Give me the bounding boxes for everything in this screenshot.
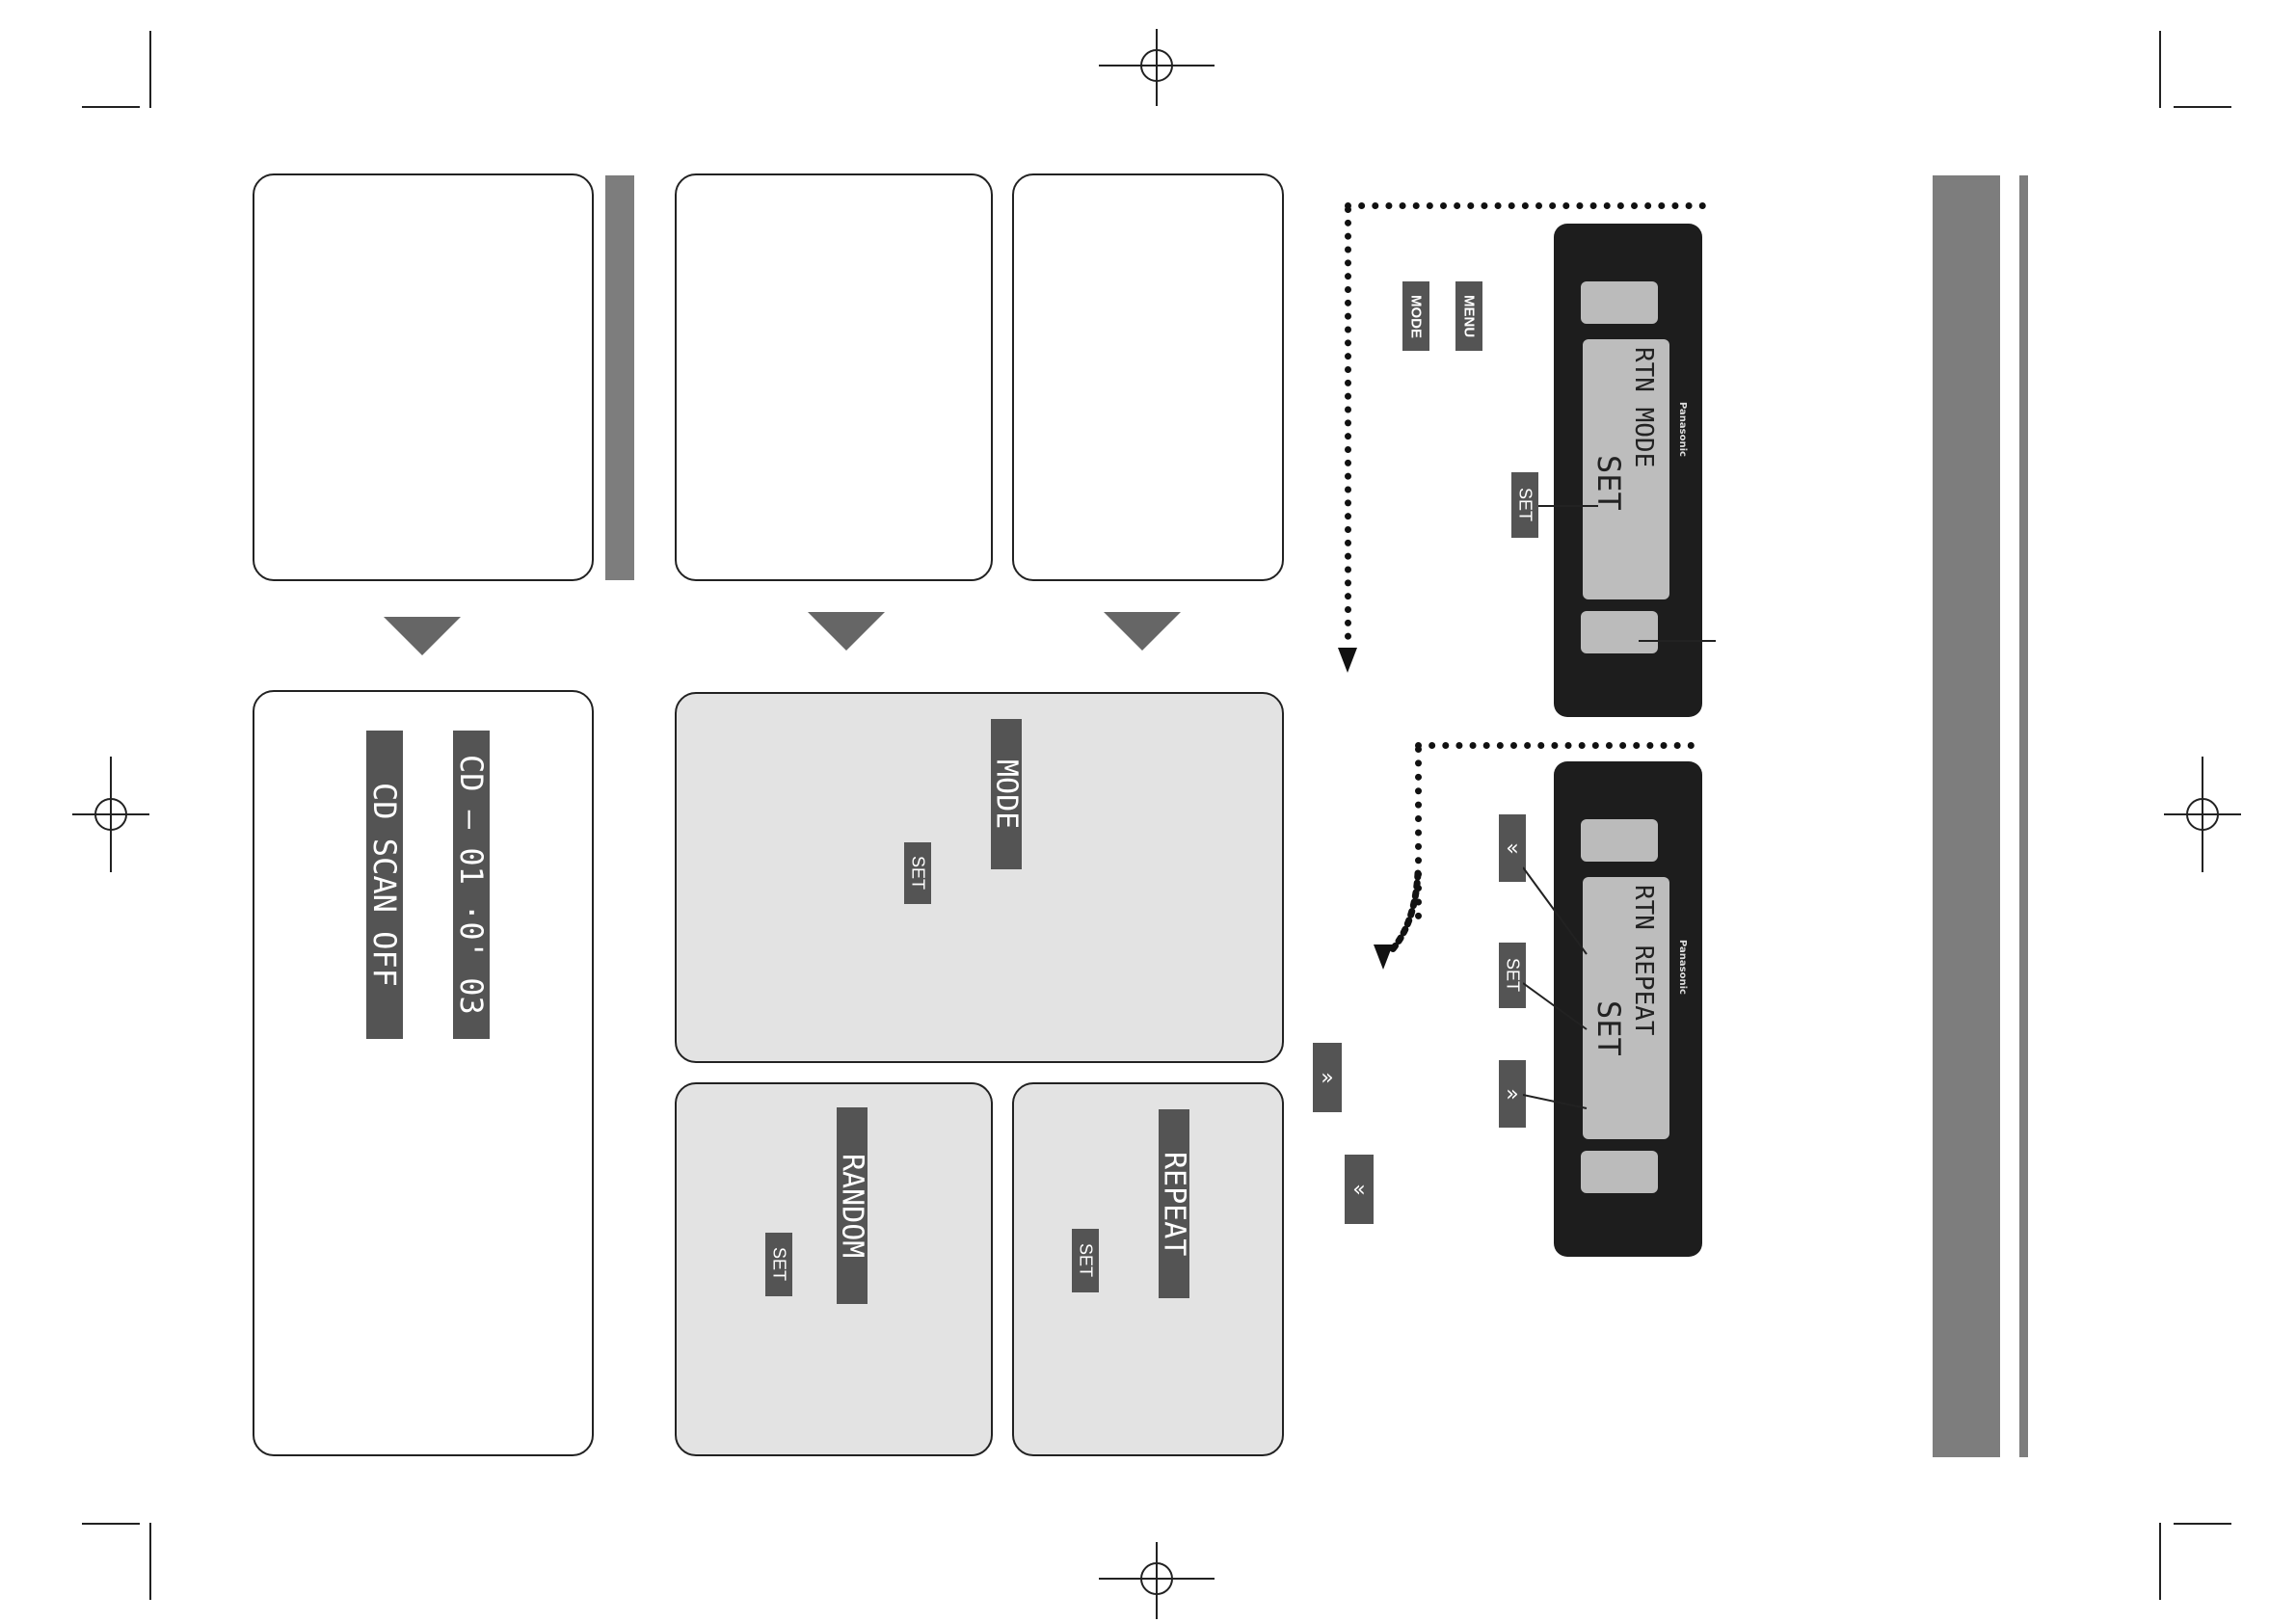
callout-line bbox=[1639, 640, 1716, 642]
scan-display-top: CD — 01 ·0' 03 bbox=[453, 731, 490, 1039]
unit-display-line2: SET bbox=[1590, 1000, 1627, 1056]
random-display: RANDOM bbox=[836, 1107, 869, 1304]
mode-button[interactable]: MODE bbox=[1402, 281, 1429, 351]
unit-display-line2: SET bbox=[1590, 455, 1627, 511]
mode-display: MODE bbox=[990, 719, 1024, 869]
unit-knob-top bbox=[1581, 819, 1658, 862]
head-unit-top: RTN MODE SET Panasonic bbox=[1554, 224, 1702, 717]
down-arrow bbox=[1104, 612, 1181, 651]
unit-screen: RTN MODE SET bbox=[1583, 339, 1669, 599]
mode-panel: MODE SET bbox=[675, 692, 1284, 1063]
menu-button[interactable]: MENU bbox=[1455, 281, 1482, 351]
unit-knob-bottom bbox=[1581, 1151, 1658, 1193]
section-bar-middle bbox=[605, 175, 634, 580]
flow-arrow-head bbox=[1338, 648, 1357, 673]
random-instruction-box bbox=[675, 173, 993, 581]
crop-mark bbox=[2174, 106, 2231, 108]
head-unit-bottom: RTN REPEAT SET Panasonic bbox=[1554, 761, 1702, 1257]
crop-mark bbox=[82, 106, 140, 108]
scan-display-box: CD — 01 ·0' 03 CD SCAN OFF bbox=[253, 690, 594, 1456]
set-button[interactable]: SET bbox=[1072, 1229, 1099, 1292]
up-chevron-button[interactable]: « bbox=[1499, 814, 1526, 882]
repeat-display: REPEAT bbox=[1158, 1109, 1191, 1298]
scan-display-bottom: CD SCAN OFF bbox=[366, 731, 403, 1039]
random-panel: RANDOM SET bbox=[675, 1082, 993, 1456]
flow-dotted-line bbox=[1415, 742, 1695, 749]
up-chevron-button[interactable]: « bbox=[1345, 1155, 1374, 1224]
down-chevron-button[interactable]: » bbox=[1499, 1060, 1526, 1128]
repeat-panel: REPEAT SET bbox=[1012, 1082, 1284, 1456]
unit-display-line1: RTN MODE bbox=[1629, 347, 1658, 468]
flow-dotted-line bbox=[1345, 206, 1351, 640]
crop-mark bbox=[2159, 1523, 2161, 1600]
down-arrow bbox=[808, 612, 885, 651]
set-button[interactable]: SET bbox=[904, 842, 931, 904]
flow-arrow-head bbox=[1374, 945, 1393, 970]
crop-mark bbox=[2159, 31, 2161, 108]
brand-logo: Panasonic bbox=[1677, 402, 1688, 457]
unit-knob-bottom bbox=[1581, 611, 1658, 653]
section-bar-right bbox=[1933, 175, 2000, 1457]
section-line-right bbox=[2019, 175, 2028, 1457]
crop-mark bbox=[2174, 1523, 2231, 1525]
callout-lines bbox=[1523, 866, 1588, 1109]
callout-line bbox=[1538, 505, 1598, 507]
flow-dotted-line bbox=[1415, 746, 1422, 919]
crop-mark bbox=[149, 1523, 151, 1600]
flow-dotted-curve bbox=[1386, 869, 1422, 956]
crop-mark bbox=[149, 31, 151, 108]
registration-mark-right bbox=[2164, 757, 2241, 872]
down-chevron-button[interactable]: » bbox=[1313, 1043, 1342, 1112]
registration-mark-top bbox=[1099, 29, 1215, 106]
unit-display-line1: RTN REPEAT bbox=[1629, 885, 1658, 1036]
down-arrow bbox=[384, 617, 461, 655]
crop-mark bbox=[82, 1523, 140, 1525]
repeat-instruction-box bbox=[1012, 173, 1284, 581]
registration-mark-bottom bbox=[1099, 1542, 1215, 1619]
unit-screen: RTN REPEAT SET bbox=[1583, 877, 1669, 1139]
flow-dotted-line bbox=[1345, 202, 1706, 209]
unit-knob-top bbox=[1581, 281, 1658, 324]
set-button[interactable]: SET bbox=[1511, 472, 1538, 538]
set-button[interactable]: SET bbox=[1499, 943, 1526, 1008]
registration-mark-left bbox=[72, 757, 149, 872]
set-button[interactable]: SET bbox=[765, 1233, 792, 1296]
scan-instruction-box bbox=[253, 173, 594, 581]
brand-logo: Panasonic bbox=[1677, 940, 1688, 995]
